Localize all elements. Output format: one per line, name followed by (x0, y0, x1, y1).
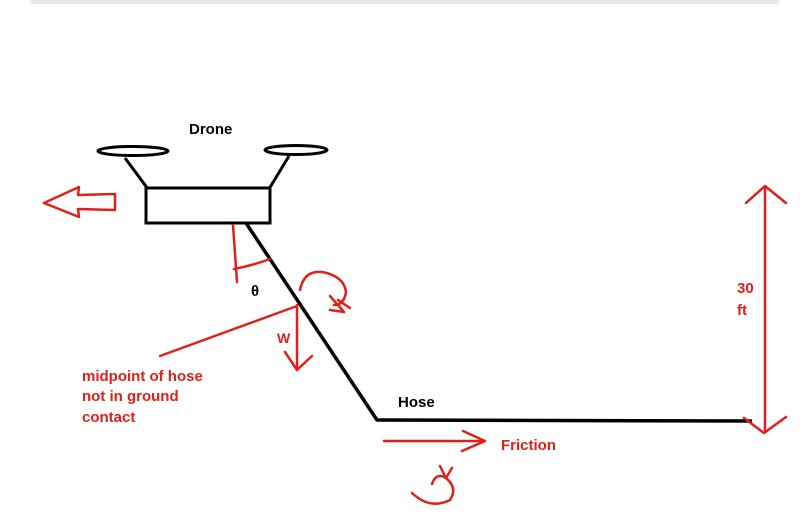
midpoint-label-line1: midpoint of hose (82, 368, 203, 385)
height-value-label: 30 (737, 280, 754, 297)
vertical-reference-line (231, 223, 239, 284)
friction-arrowhead (460, 429, 487, 453)
friction-label: Friction (501, 437, 556, 454)
left-arm (123, 157, 150, 190)
moment-curl-icon (298, 270, 352, 314)
drone (96, 144, 329, 225)
drone-label: Drone (189, 121, 232, 138)
small-curl-icon (410, 464, 455, 505)
height-arrow-bottom-head (742, 415, 788, 435)
height-arrow-top-head (744, 184, 788, 205)
left-propeller (96, 145, 170, 157)
midpoint-label-line2: not in ground (82, 388, 179, 405)
height-unit-label: ft (737, 302, 747, 319)
motion-arrow (42, 185, 117, 219)
annotations (42, 184, 788, 505)
weight-arrowhead (283, 350, 314, 372)
theta-angle-arc (232, 257, 272, 271)
weight-label: W (277, 330, 291, 346)
midpoint-label-line3: contact (82, 409, 135, 426)
top-divider-bar (30, 0, 780, 4)
right-arm (267, 155, 291, 190)
hose-label: Hose (398, 394, 435, 411)
theta-label: θ (251, 283, 259, 300)
hose-line (244, 222, 753, 423)
drone-body (144, 186, 272, 225)
midpoint-pointer-line (158, 304, 299, 358)
right-propeller (263, 144, 329, 156)
